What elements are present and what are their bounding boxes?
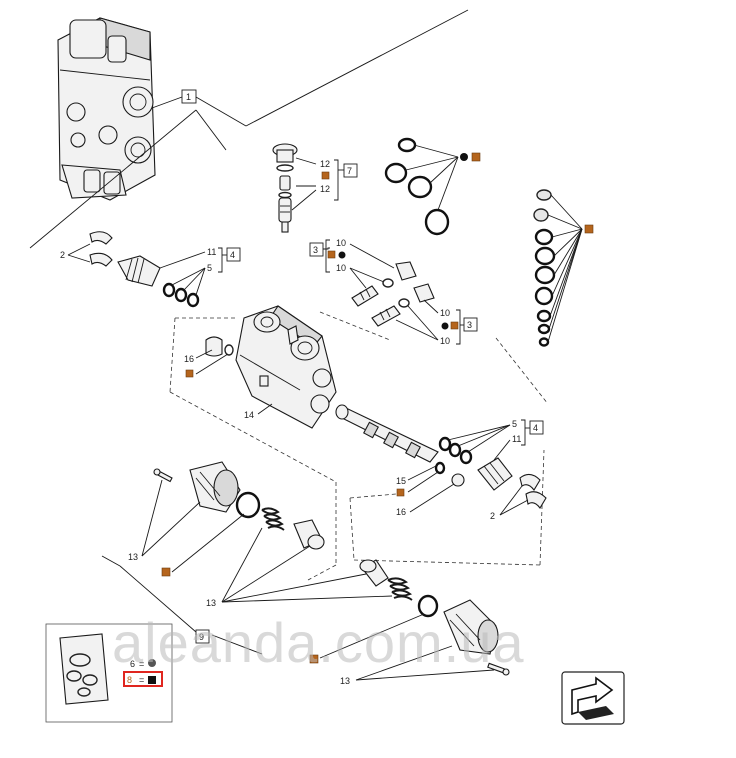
- callout-10-lower-a: 10: [440, 308, 450, 318]
- seal-kit-right: [533, 189, 594, 347]
- callout-10-lower-b: 10: [440, 336, 450, 346]
- callout-3-upper: 3: [313, 245, 318, 255]
- spool-group: 15 16 5 11 4 2: [335, 404, 547, 521]
- callout-16-left: 16: [184, 354, 194, 364]
- callout-4-left: 4: [230, 250, 235, 260]
- plug-16-left: 16: [184, 336, 234, 378]
- callout-10-upper-a: 10: [336, 238, 346, 248]
- seal-dot-marker: [338, 251, 346, 259]
- seal-kit-upper: [384, 137, 481, 236]
- kit-marker: [327, 250, 336, 259]
- spring-cap-right: 13 13: [206, 527, 510, 686]
- kit-marker: [471, 152, 481, 162]
- callout-13-right: 13: [340, 676, 350, 686]
- legend-sep-8: =: [139, 675, 144, 685]
- spring-cap-left: 13: [128, 461, 325, 577]
- callout-1-group: 1: [29, 9, 469, 249]
- callout-3-lower: 3: [467, 320, 472, 330]
- legend-sep-6: =: [139, 659, 144, 669]
- kit-marker: [584, 224, 594, 234]
- valve-section-body-14: 14: [235, 305, 337, 429]
- seal-dot-marker: [441, 322, 449, 330]
- callout-7: 7: [347, 166, 352, 176]
- assembly-dashed-outline: [169, 311, 549, 581]
- callout-15: 15: [396, 476, 406, 486]
- valve-assembly-illustration: [57, 17, 156, 201]
- callout-12-upper: 12: [320, 159, 330, 169]
- callout-11-right: 11: [512, 434, 521, 444]
- callout-2-left: 2: [60, 250, 65, 260]
- kit-marker: [185, 369, 194, 378]
- callout-13-left: 13: [128, 552, 138, 562]
- plug-assembly-7: 12 12 7: [272, 143, 358, 233]
- callout-4-right: 4: [533, 423, 538, 433]
- legend-highlight: [123, 671, 163, 687]
- kit-marker: [321, 171, 330, 180]
- callout-5-left: 5: [207, 263, 212, 273]
- callout-9: 9: [199, 632, 204, 642]
- legend-item-8: 8: [127, 675, 132, 685]
- kit-marker: [309, 654, 319, 664]
- callout-12-lower: 12: [320, 184, 330, 194]
- legend-item-6: 6: [130, 659, 135, 669]
- seal-dot-marker: [460, 153, 468, 161]
- callout-11-left: 11: [207, 247, 216, 257]
- kit-marker: [396, 488, 405, 497]
- check-valve-group: 3 10 10 10 10 3: [309, 238, 478, 346]
- next-page-arrow-icon[interactable]: [561, 671, 625, 725]
- callout-16-right: 16: [396, 507, 406, 517]
- callout-14: 14: [244, 410, 254, 420]
- callout-5-right: 5: [512, 419, 517, 429]
- legend-box: 6 = 8 =: [45, 623, 173, 723]
- callout-9-group: 9: [101, 555, 263, 655]
- kit-marker: [161, 567, 171, 577]
- callout-2-right: 2: [490, 511, 495, 521]
- callout-13-middle: 13: [206, 598, 216, 608]
- watermark: aleanda.com.ua: [112, 611, 525, 674]
- callout-1: 1: [186, 92, 191, 102]
- kit-marker: [450, 321, 459, 330]
- callout-10-upper-b: 10: [336, 263, 346, 273]
- left-relief-valve-group: 2 11 5 4: [60, 231, 241, 308]
